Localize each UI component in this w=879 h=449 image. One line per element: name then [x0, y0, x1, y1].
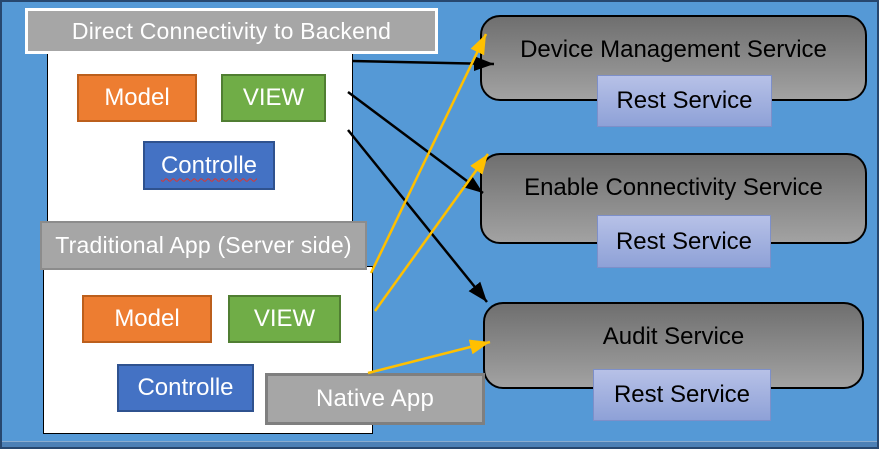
arrow-top-view-to-device-management: [351, 56, 495, 72]
view-box-bottom: VIEW: [228, 295, 341, 343]
view-label-top: VIEW: [242, 84, 305, 111]
direct-backend-title: Direct Connectivity to Backend: [71, 17, 392, 44]
enable-connectivity-service-title: Enable Connectivity Service: [524, 174, 823, 201]
arrow-traditional-app-to-enable-connectivity: [373, 153, 490, 312]
traditional-app-title: Traditional App (Server side): [55, 232, 352, 258]
view-box-top: VIEW: [221, 74, 326, 122]
direct-backend-title-bar: Direct Connectivity to Backend: [25, 8, 438, 54]
rest-service-label-connectivity: Rest Service: [615, 227, 753, 255]
native-app-box: Native App: [265, 373, 485, 425]
direct-backend-app-box: Model VIEW Controlle: [47, 52, 353, 224]
arrow-top-app-to-enable-connectivity: [347, 90, 484, 195]
controller-box-top: Controlle: [143, 141, 275, 190]
rest-service-label-device: Rest Service: [616, 87, 753, 114]
device-management-service-title: Device Management Service: [520, 36, 827, 63]
rest-service-box-audit: Rest Service: [593, 369, 771, 421]
arrow-native-app-to-audit-service: [367, 339, 491, 375]
traditional-app-box: Model VIEW Controlle: [43, 266, 373, 434]
rest-service-box-device: Rest Service: [597, 75, 772, 127]
arrow-traditional-app-to-device-management: [369, 33, 488, 274]
model-label-bottom: Model: [114, 305, 180, 332]
controller-label-top: Controlle: [160, 151, 258, 179]
traditional-app-title-bar: Traditional App (Server side): [40, 221, 367, 270]
rest-service-box-connectivity: Rest Service: [597, 215, 771, 268]
view-label-bottom: VIEW: [253, 305, 316, 332]
controller-label-bottom: Controlle: [137, 374, 234, 401]
model-box-top: Model: [77, 74, 197, 122]
model-label-top: Model: [104, 84, 170, 111]
model-box-bottom: Model: [82, 295, 212, 343]
controller-box-bottom: Controlle: [117, 364, 254, 412]
native-app-label: Native App: [315, 385, 435, 412]
rest-service-label-audit: Rest Service: [613, 381, 751, 408]
audit-service-title: Audit Service: [602, 323, 745, 350]
slide-bottom-edge: [2, 441, 877, 447]
